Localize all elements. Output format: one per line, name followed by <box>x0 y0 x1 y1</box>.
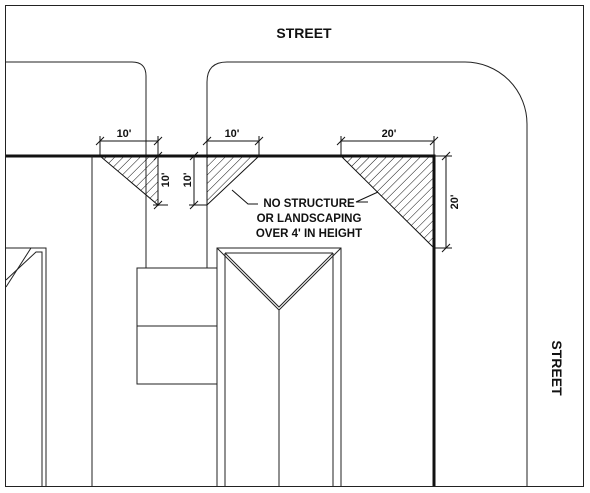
house-left-inner <box>5 251 43 486</box>
house-main-hip-inner <box>224 252 334 308</box>
street-curbs <box>6 61 528 486</box>
leader-to-corner-triangle <box>355 191 379 203</box>
note-leaders <box>231 189 379 205</box>
dim-left-height: 10' <box>160 172 172 187</box>
dim-corner-height: 20' <box>449 194 461 209</box>
curb-left-of-driveway <box>6 61 147 268</box>
property-line <box>6 154 436 486</box>
note-line-1: NO STRUCTURE <box>263 198 355 210</box>
note-line-3: OVER 4' IN HEIGHT <box>256 228 362 240</box>
sight-triangles <box>98 155 435 250</box>
dim-middle-width: 10' <box>225 128 240 140</box>
house-left-outline <box>5 247 47 486</box>
house-main-hip-outer <box>216 247 342 311</box>
house-main <box>216 247 342 486</box>
dim-left-width: 10' <box>117 128 132 140</box>
note-line-2: OR LANDSCAPING <box>257 213 362 225</box>
street-label-top: STREET <box>276 25 332 41</box>
house-main-walls <box>216 247 342 486</box>
dim-corner-width: 20' <box>382 128 397 140</box>
sight-triangle-left <box>98 155 159 207</box>
sight-triangle-middle <box>206 155 261 207</box>
dim-middle-height: 10' <box>182 172 194 187</box>
curb-corner <box>206 61 528 486</box>
house-left <box>5 247 47 486</box>
leader-to-middle-triangle <box>231 189 258 205</box>
garage <box>136 267 218 385</box>
street-label-right: STREET <box>549 340 565 396</box>
dimension-lines <box>95 136 452 253</box>
drawing-frame <box>5 5 584 487</box>
